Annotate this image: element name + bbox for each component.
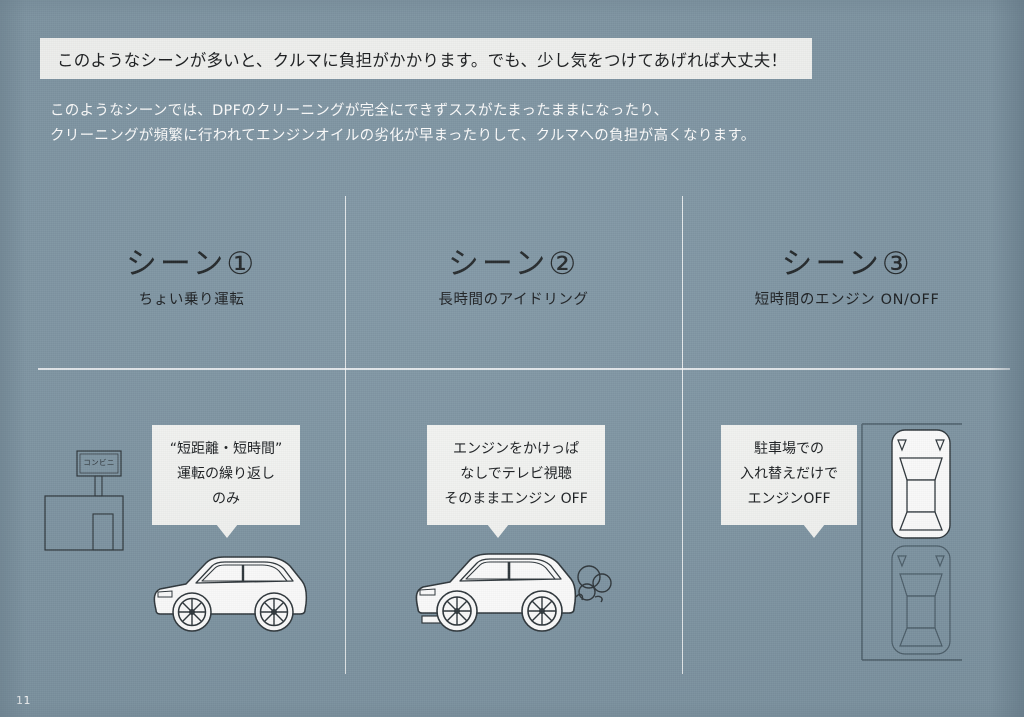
scene-3-subtitle: 短時間のエンジン ON/OFF [754,292,940,308]
bubble-line: そのままエンジン OFF [444,491,588,507]
scene-2-title: シーン② [447,246,580,282]
column-divider-2 [682,196,683,674]
bubble-tail [216,524,238,538]
exhaust-smoke [575,565,612,603]
scene-column-1: シーン① ちょい乗り運転 [38,0,345,717]
bubble-line: “短距離・短時間” [169,441,283,457]
parked-car-outline [891,545,951,655]
scene-3-title: シーン③ [781,246,913,282]
scene-2-subtitle: 長時間のアイドリング [438,292,589,308]
bubble-line: 運転の繰り返し [177,466,275,482]
store-sign-label: コンビニ [83,458,115,467]
scene-column-3: シーン③ 短時間のエンジン ON/OFF [682,0,1012,717]
scene-column-2: シーン② 長時間のアイドリング [345,0,682,717]
scene-1-car-illustration [150,548,310,638]
parked-car-filled [891,429,951,539]
scene-2-car-illustration [412,545,622,641]
parking-lot-svg [861,423,962,661]
bubble-line: なしでテレビ視聴 [460,466,572,482]
lead-paragraph: このようなシーンでは、DPFのクリーニングが完全にできずススがたまったままになっ… [50,99,950,149]
bubble-tail [487,524,509,538]
bubble-line: 駐車場での [754,441,824,457]
column-divider-1 [345,196,346,674]
bubble-line: エンジンOFF [747,491,831,507]
lead-line-1: このようなシーンでは、DPFのクリーニングが完全にできずススがたまったままになっ… [50,103,669,119]
bubble-line: のみ [212,491,240,507]
headline-bar: このようなシーンが多いと、クルマに負担がかかります。でも、少し気をつけてあげれば… [40,38,812,79]
car-side-view-exhaust-svg [415,553,612,632]
page-number: 11 [16,694,31,707]
bubble-tail [803,524,825,538]
car-side-view-svg [153,556,308,632]
bubble-line: エンジンをかけっぱ [453,441,579,457]
lead-line-2: クリーニングが頻繁に行われてエンジンオイルの劣化が早まったりして、クルマへの負担… [50,128,756,144]
scene-1-title: シーン① [125,246,258,282]
scene-1-subtitle: ちょい乗り運転 [138,292,245,308]
scene-1-speech-bubble: “短距離・短時間” 運転の繰り返し のみ [152,425,300,538]
convenience-store-illustration: コンビニ [44,448,140,556]
headline-text: このようなシーンが多いと、クルマに負担がかかります。でも、少し気をつけてあげれば… [57,50,788,70]
scene-3-speech-bubble: 駐車場での 入れ替えだけで エンジンOFF [721,425,857,538]
scene-3-parking-illustration [858,418,966,670]
convenience-store-svg [44,450,124,551]
scene-2-speech-bubble: エンジンをかけっぱ なしでテレビ視聴 そのままエンジン OFF [427,425,605,538]
horizontal-divider [38,368,1010,370]
bubble-line: 入れ替えだけで [740,466,838,482]
